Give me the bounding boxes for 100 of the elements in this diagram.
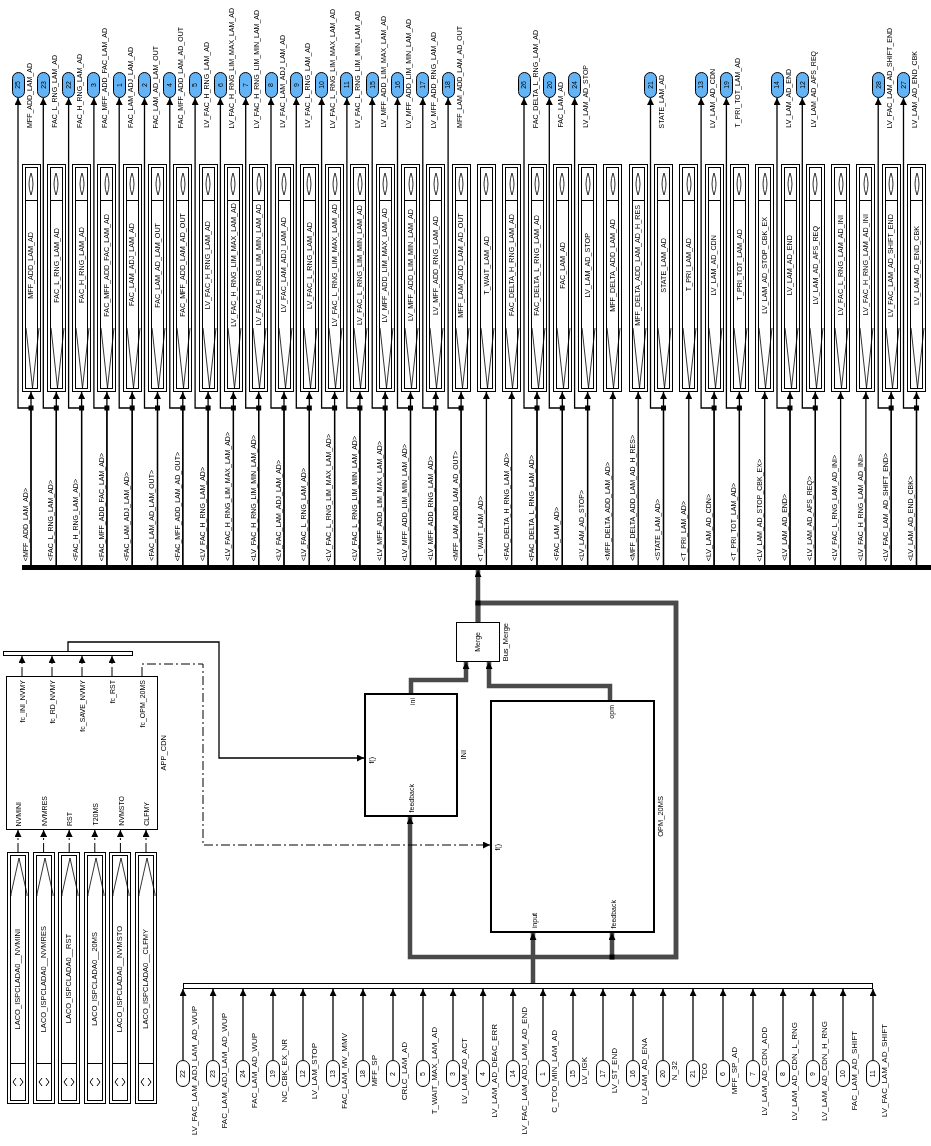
signal-block: [780, 164, 800, 392]
block-name: CRLC_LAM_AD: [401, 1041, 410, 1101]
signal-block: [502, 164, 522, 392]
signal-block: [325, 164, 345, 392]
signal-block: [21, 164, 41, 392]
mux-bar: [3, 651, 133, 656]
signal-block: [72, 164, 92, 392]
signal-block: [198, 164, 218, 392]
block-name: NC_CBK_EX_NR: [281, 1039, 290, 1103]
signal-line: [209, 988, 217, 1061]
block-name: LV_LAM_AD_ACT: [461, 1037, 470, 1105]
signal-block: [223, 164, 243, 392]
signal-line: [719, 988, 727, 1061]
signal-line: [689, 988, 697, 1061]
signal-line: [408, 662, 470, 693]
signal-line: [115, 97, 133, 566]
block-name: LV_LAM_AD_DEAC_ERR: [491, 1024, 500, 1118]
signal-line: [343, 97, 361, 566]
signal-line: [91, 829, 99, 853]
signal-line: [874, 97, 892, 566]
function-call-block: [7, 852, 29, 1104]
signal-line: [697, 97, 715, 566]
block-name: LV_FAC_LAM_ADJ_LAM_AD_WUP: [191, 1006, 200, 1136]
block-name: T_WAIT_MAX_LAM_AD: [431, 1027, 440, 1115]
signal-block: [350, 164, 370, 392]
signal-block: [401, 164, 420, 392]
signal-line: [798, 97, 816, 566]
signal-block: [122, 164, 142, 392]
signal-line: [773, 97, 791, 566]
signal-line: [485, 662, 613, 700]
signal-line: [141, 663, 491, 849]
signal-line: [599, 988, 607, 1061]
block-name: FAC_LAM_AD_SHIFT: [851, 1031, 860, 1111]
merge-block: [456, 622, 500, 662]
signal-block: [654, 164, 673, 392]
signal-line: [191, 97, 209, 566]
signal-line: [629, 988, 637, 1061]
signal-line: [239, 988, 247, 1061]
block-name: LV_LAM_STOP: [311, 1042, 320, 1100]
signal-line: [14, 829, 22, 853]
signal-line: [722, 97, 741, 566]
signal-line: [142, 829, 150, 853]
signal-line: [862, 391, 870, 566]
signal-block: [704, 164, 724, 392]
signal-line: [18, 655, 26, 677]
signal-line: [48, 655, 56, 677]
signal-line: [359, 988, 367, 1061]
signal-line: [65, 829, 73, 853]
block-name: N_32: [671, 1061, 680, 1081]
signal-block: [552, 164, 572, 392]
signal-line: [482, 391, 490, 566]
signal-line: [389, 988, 397, 1061]
signal-line: [520, 97, 538, 566]
signal-line: [545, 97, 563, 566]
signal-block: [831, 164, 851, 392]
signal-line: [475, 600, 679, 960]
block-name: TCO: [701, 1062, 710, 1080]
block-name: LV_IGK: [581, 1057, 590, 1085]
signal-line: [179, 988, 187, 1061]
signal-block: [173, 164, 193, 392]
signal-line: [318, 97, 336, 566]
signal-line: [394, 97, 412, 566]
signal-line: [40, 829, 48, 853]
signal-line: [292, 97, 310, 566]
signal-block: [97, 164, 117, 392]
function-call-block: [32, 852, 55, 1104]
block-name: LV_FAC_LAM_AD_SHIFT: [881, 1024, 890, 1118]
subsystem-block: [6, 676, 158, 830]
signal-line: [368, 97, 386, 566]
signal-block: [46, 164, 66, 392]
signal-line: [571, 97, 589, 566]
block-name: LV_LAM_AD_ENA: [641, 1037, 650, 1105]
signal-line: [809, 988, 817, 1061]
mux-bar: [183, 983, 873, 989]
signal-line: [509, 988, 517, 1061]
block-name: MFF_SP_AD: [731, 1047, 740, 1095]
signal-block: [527, 164, 547, 392]
signal-line: [141, 97, 159, 566]
signal-line: [242, 97, 260, 566]
signal-block: [274, 164, 294, 392]
subsystem-block: [490, 700, 655, 933]
signal-line: [837, 391, 845, 566]
signal-line: [539, 988, 547, 1061]
block-name: C_TCO_MIN_LAM_AD: [551, 1029, 560, 1113]
signal-line: [634, 391, 642, 566]
signal-line: [116, 829, 124, 853]
signal-line: [685, 391, 693, 566]
signal-block: [856, 164, 876, 392]
signal-block: [679, 164, 699, 392]
block-name: MFF_SP: [371, 1055, 380, 1087]
function-call-block: [109, 852, 132, 1104]
signal-block: [426, 164, 446, 392]
signal-line: [419, 988, 427, 1061]
signal-block: [907, 164, 926, 392]
signal-line: [65, 97, 83, 566]
block-name: LV_LAM_AD_CDN_L_RNG: [791, 1021, 800, 1121]
signal-line: [78, 655, 86, 677]
block-name: FAC_LAM_AD_WUP: [251, 1033, 260, 1109]
block-name: LV_LAM_AD_CDN_ADD: [761, 1026, 770, 1116]
signal-block: [148, 164, 167, 392]
